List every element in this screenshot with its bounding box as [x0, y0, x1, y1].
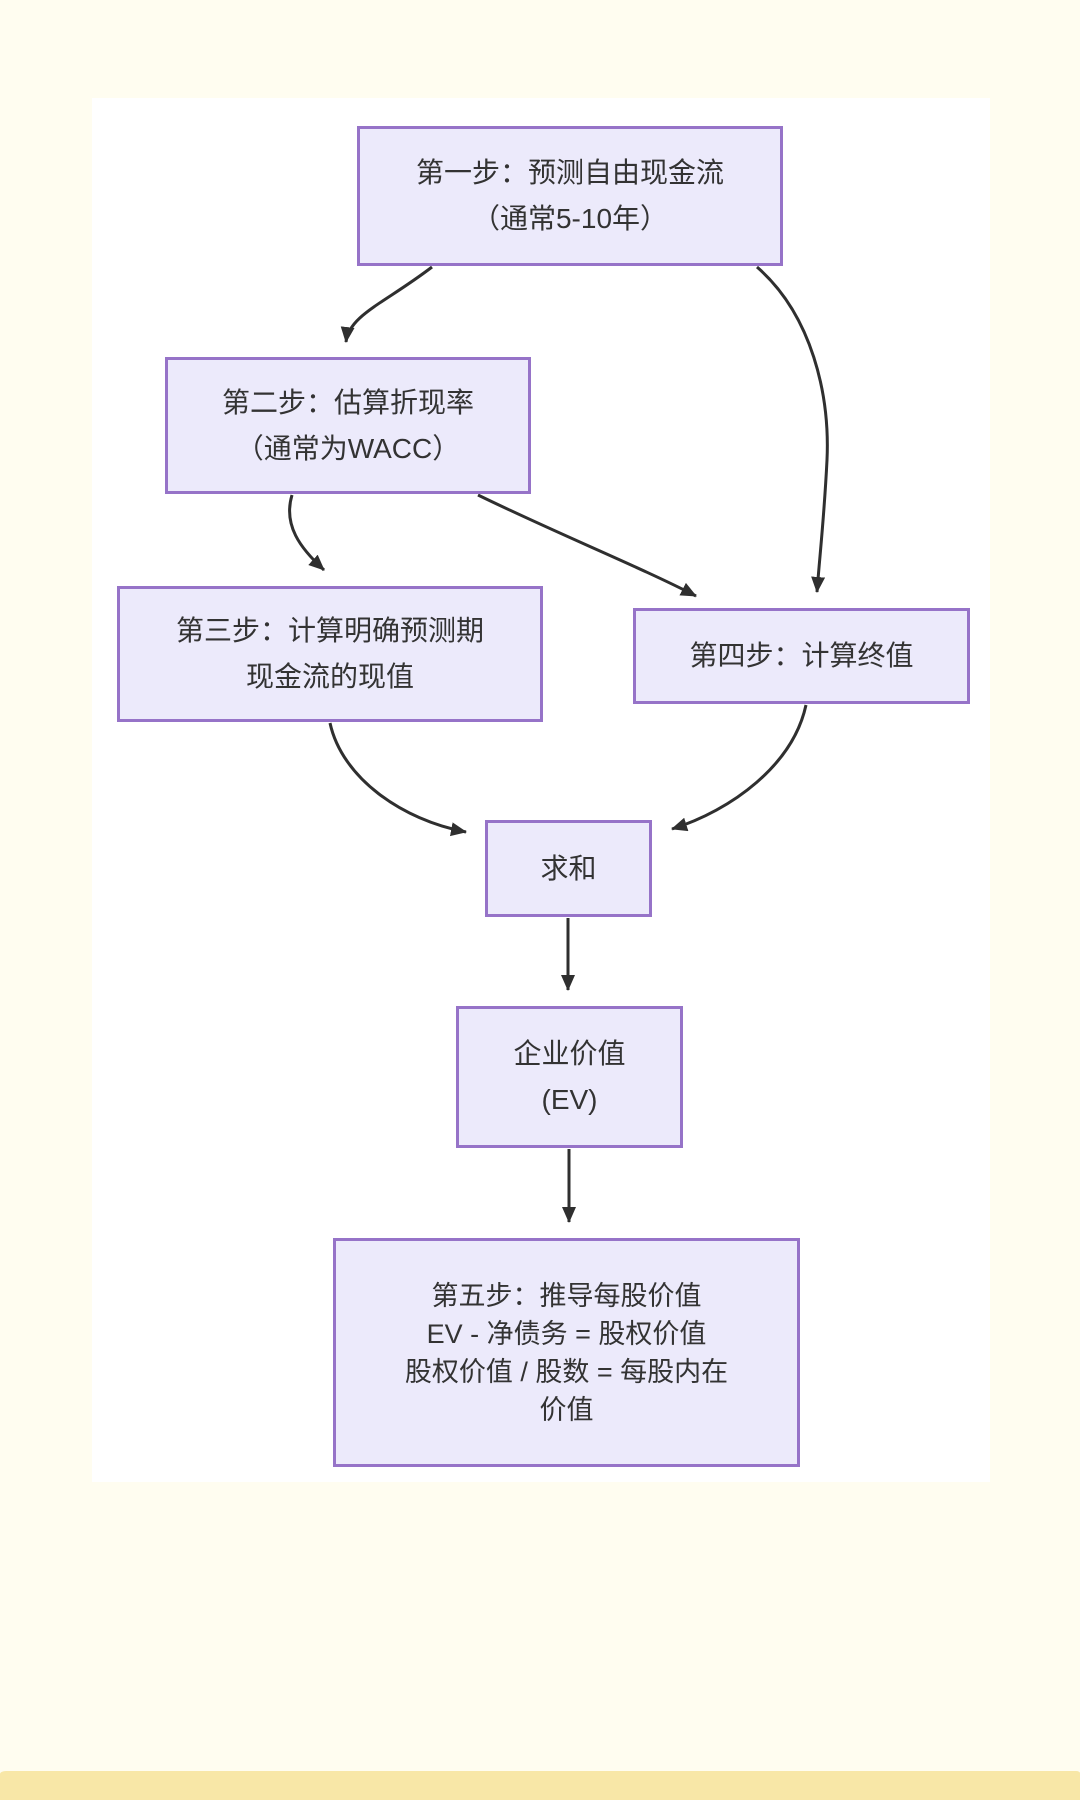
- flow-node-step5: 第五步：推导每股价值 EV - 净债务 = 股权价值 股权价值 / 股数 = 每…: [333, 1238, 800, 1467]
- node-line: 求和: [540, 852, 597, 884]
- node-line: 第五步：推导每股价值: [431, 1280, 702, 1311]
- node-line: 第二步：估算折现率: [221, 386, 474, 418]
- flow-node-step4: 第四步：计算终值: [633, 608, 970, 704]
- node-line: 价值: [539, 1394, 594, 1425]
- node-line: 企业价值: [513, 1038, 626, 1069]
- node-line: 现金流的现值: [245, 661, 414, 692]
- flow-node-ev: 企业价值 (EV): [456, 1006, 683, 1148]
- flow-node-step3: 第三步：计算明确预测期 现金流的现值: [117, 586, 543, 722]
- bottom-yellow-strip: [0, 1771, 1080, 1800]
- node-line: EV - 净债务 = 股权价值: [426, 1318, 707, 1349]
- flow-node-sum: 求和: [485, 820, 652, 917]
- node-line: (EV): [541, 1084, 598, 1115]
- node-line: （通常为WACC）: [235, 432, 461, 464]
- node-line: （通常5-10年）: [471, 203, 669, 234]
- node-line: 股权价值 / 股数 = 每股内在: [404, 1356, 729, 1387]
- node-line: 第四步：计算终值: [689, 640, 914, 671]
- flow-node-step1: 第一步：预测自由现金流 （通常5-10年）: [357, 126, 783, 266]
- flow-node-step2: 第二步：估算折现率 （通常为WACC）: [165, 357, 531, 494]
- node-line: 第三步：计算明确预测期: [175, 615, 484, 646]
- node-line: 第一步：预测自由现金流: [415, 157, 724, 188]
